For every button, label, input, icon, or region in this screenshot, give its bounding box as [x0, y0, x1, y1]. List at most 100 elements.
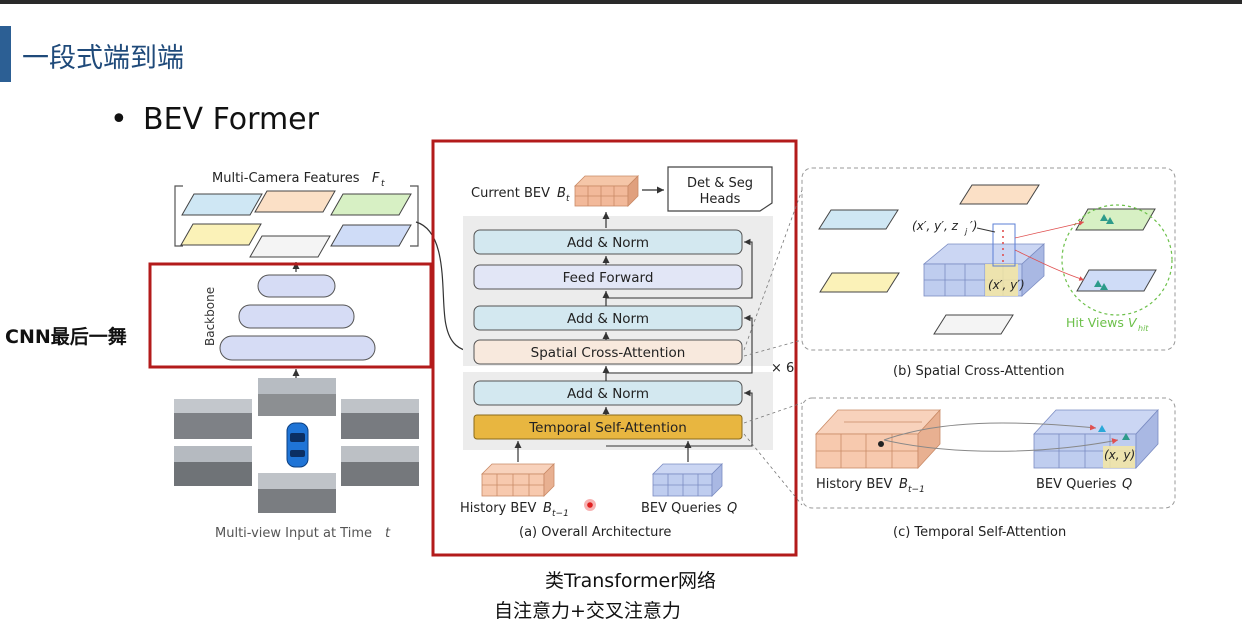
ego-car-icon — [286, 422, 309, 468]
transformer-highlight-box — [431, 139, 798, 557]
features-symbol: F — [372, 171, 380, 186]
point2d-label: (x′, y′) — [988, 278, 1025, 292]
point3d-end: ′) — [970, 219, 977, 233]
features-bracket-right — [410, 185, 419, 247]
sky-region — [258, 378, 336, 394]
heads-label-2: Heads — [700, 192, 741, 207]
caption-c: (c) Temporal Self-Attention — [893, 525, 1066, 540]
temporal-arrow — [883, 438, 1119, 452]
bev-queries-grid — [652, 463, 723, 497]
history-point — [878, 441, 884, 447]
feed-forward-label: Feed Forward — [563, 270, 654, 286]
add-norm-label: Add & Norm — [567, 386, 649, 402]
sky-region — [174, 446, 252, 462]
connector-line — [743, 189, 803, 351]
feature-plane — [254, 190, 336, 213]
sky-region — [258, 473, 336, 489]
feature-plane — [330, 224, 412, 247]
feature-plane — [933, 314, 1014, 335]
bullet-dot: • — [110, 102, 128, 137]
heads-box — [667, 166, 773, 212]
caption-a: (a) Overall Architecture — [519, 525, 671, 540]
point3d-sub: j — [964, 227, 968, 236]
title-accent-bar — [0, 26, 11, 82]
sky-region — [341, 446, 419, 462]
feature-plane — [181, 193, 263, 216]
bev-queries-label: BEV Queries — [641, 501, 722, 516]
temporal-self-attention-panel — [801, 397, 1176, 509]
bev-queries-symbol: Q — [727, 501, 737, 516]
features-label: Multi-Camera Features — [212, 171, 360, 186]
feature-plane — [249, 235, 331, 258]
hit-marker — [1100, 283, 1108, 290]
current-bev-symbol: B — [557, 186, 566, 201]
cnn-highlight-box — [148, 262, 433, 369]
car-window — [290, 450, 305, 457]
cnn-note: CNN最后一舞 — [5, 326, 127, 348]
features-bracket-left — [174, 185, 183, 247]
sky-region — [174, 399, 252, 413]
residual-arrow — [606, 314, 753, 374]
history-bev-grid-large — [815, 408, 941, 470]
bev-queries-symbol: Q — [1122, 477, 1132, 492]
projection-arrow — [1014, 220, 1085, 239]
sky-region — [341, 399, 419, 413]
caption-b: (b) Spatial Cross-Attention — [893, 364, 1064, 379]
history-bev-symbol: B — [543, 501, 552, 516]
cursor-dot — [587, 502, 593, 508]
residual-arrow — [606, 238, 753, 299]
add-norm-label: Add & Norm — [567, 235, 649, 251]
spatial-cross-attention-block — [473, 339, 743, 365]
query-marker — [1098, 425, 1106, 432]
temporal-self-attention-block — [473, 414, 743, 440]
bev-queries-label: BEV Queries — [1036, 477, 1117, 492]
connector-line — [743, 402, 803, 424]
history-bev-sub: t−1 — [552, 509, 569, 519]
bev-grid-3d — [922, 243, 1046, 297]
projection-arrow — [1014, 249, 1085, 281]
query-marker — [1122, 433, 1130, 440]
residual-arrow — [606, 389, 753, 447]
add-norm-block-2 — [473, 305, 743, 331]
feature-plane — [959, 184, 1040, 205]
spatial-cross-attention-label: Spatial Cross-Attention — [531, 345, 686, 361]
slide-title: 一段式端到端 — [22, 43, 184, 74]
attention-note: 自注意力+交叉注意力 — [494, 600, 681, 622]
hit-views-circle — [1061, 204, 1173, 316]
bev-queries-grid-large — [1033, 408, 1159, 470]
temporal-self-attention-label: Temporal Self-Attention — [528, 420, 687, 436]
input-label: Multi-view Input at Time — [215, 526, 372, 541]
top-bar — [0, 0, 1242, 4]
backbone-layer — [257, 274, 336, 298]
current-bev-label: Current BEV — [471, 186, 550, 201]
car-window — [290, 433, 305, 442]
backbone-layer — [219, 335, 376, 361]
heads-label: Det & Seg — [687, 176, 753, 191]
backbone-layer — [238, 304, 355, 329]
history-bev-grid — [481, 463, 555, 497]
repeat-label: × 6 — [771, 361, 794, 376]
feature-plane — [1076, 269, 1157, 292]
input-symbol: t — [385, 526, 391, 541]
spatial-cross-attention-panel — [801, 167, 1176, 351]
backbone-label: Backbone — [203, 287, 217, 346]
history-bev-label: History BEV — [816, 477, 893, 492]
hit-views-sub: hit — [1138, 324, 1149, 333]
history-bev-label: History BEV — [460, 501, 537, 516]
current-bev-grid — [574, 175, 639, 207]
add-norm-block-1 — [473, 380, 743, 406]
feature-plane — [818, 209, 899, 230]
feature-plane — [180, 223, 262, 246]
temporal-arrow — [883, 422, 1097, 441]
feature-plane — [1075, 208, 1156, 231]
history-bev-sub: t−1 — [908, 485, 925, 495]
label-leader — [976, 227, 996, 233]
point3d-label: (x′, y′, z — [912, 219, 959, 233]
hit-views-symbol: V — [1128, 315, 1138, 330]
feed-forward-block — [473, 264, 743, 290]
hit-marker — [1106, 217, 1114, 224]
features-sub: t — [381, 179, 385, 189]
hit-views-label: Hit Views — [1066, 315, 1124, 330]
add-norm-block-3 — [473, 229, 743, 255]
